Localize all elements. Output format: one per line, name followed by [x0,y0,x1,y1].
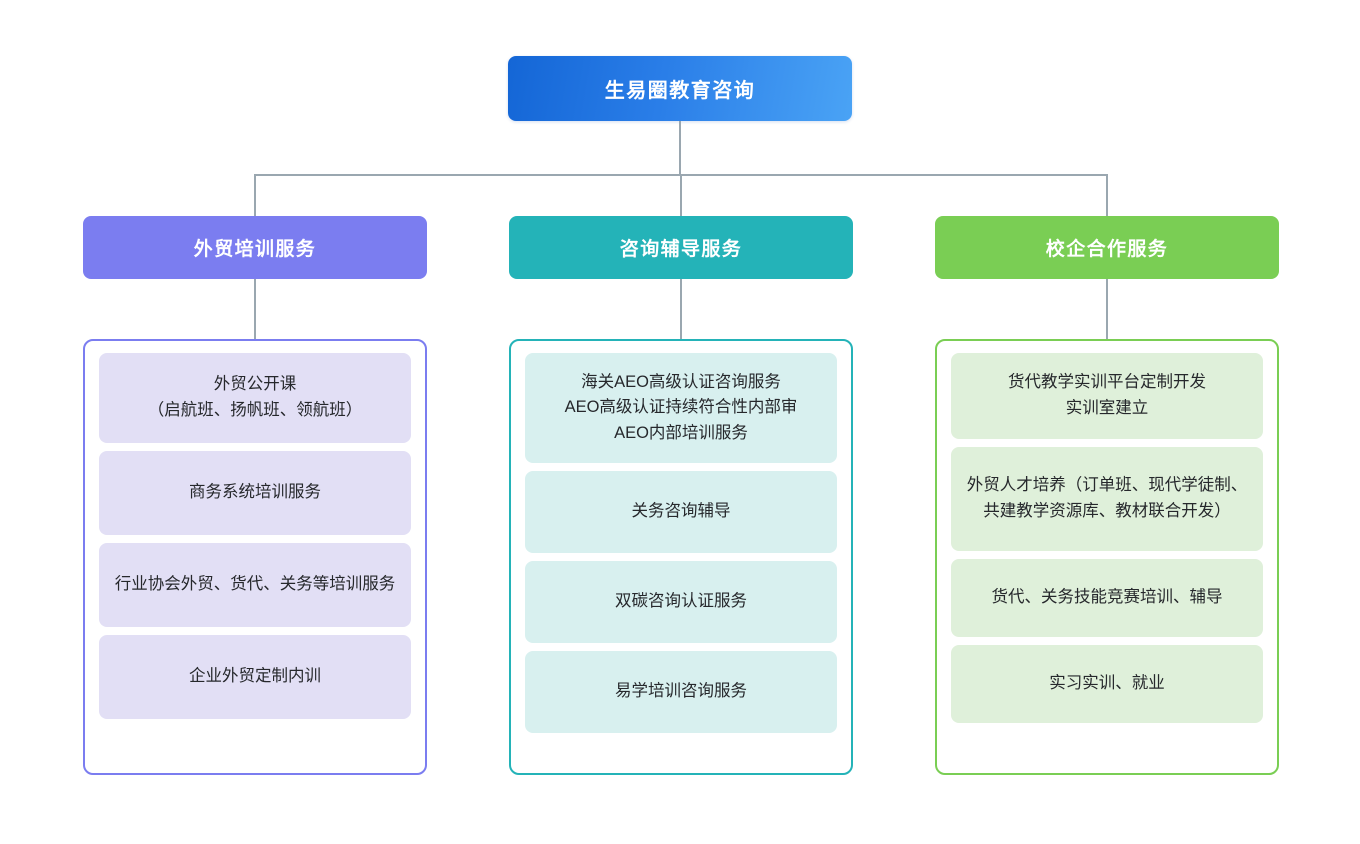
list-item[interactable]: 外贸人才培养（订单班、现代学徒制、共建教学资源库、教材联合开发） [951,447,1263,551]
branch-items-container-2: 海关AEO高级认证咨询服务 AEO高级认证持续符合性内部审 AEO内部培训服务 … [509,339,853,775]
list-item[interactable]: 双碳咨询认证服务 [525,561,837,643]
branch-header-2[interactable]: 咨询辅导服务 [509,216,853,279]
list-item[interactable]: 关务咨询辅导 [525,471,837,553]
branch-header-label-3: 校企合作服务 [1045,239,1169,260]
list-item[interactable]: 行业协会外贸、货代、关务等培训服务 [99,543,411,627]
branch-column-2: 咨询辅导服务 海关AEO高级认证咨询服务 AEO高级认证持续符合性内部审 AEO… [509,216,853,775]
connector-header-body-1 [254,279,256,339]
root-node-label: 生易圈教育咨询 [604,80,756,102]
list-item[interactable]: 货代、关务技能竞赛培训、辅导 [951,559,1263,637]
list-item[interactable]: 企业外贸定制内训 [99,635,411,719]
list-item[interactable]: 易学培训咨询服务 [525,651,837,733]
list-item[interactable]: 海关AEO高级认证咨询服务 AEO高级认证持续符合性内部审 AEO内部培训服务 [525,353,837,463]
connector-header-body-2 [680,279,682,339]
connector-root-stem [679,121,681,175]
list-item[interactable]: 货代教学实训平台定制开发 实训室建立 [951,353,1263,439]
connector-header-body-3 [1106,279,1108,339]
list-item[interactable]: 商务系统培训服务 [99,451,411,535]
branch-header-label-1: 外贸培训服务 [193,239,317,260]
list-item[interactable]: 外贸公开课 （启航班、扬帆班、领航班） [99,353,411,443]
branch-header-3[interactable]: 校企合作服务 [935,216,1279,279]
branch-column-3: 校企合作服务 货代教学实训平台定制开发 实训室建立 外贸人才培养（订单班、现代学… [935,216,1279,775]
branch-header-1[interactable]: 外贸培训服务 [83,216,427,279]
branch-header-label-2: 咨询辅导服务 [619,239,743,260]
connector-branch-3 [1106,174,1108,216]
branch-column-1: 外贸培训服务 外贸公开课 （启航班、扬帆班、领航班） 商务系统培训服务 行业协会… [83,216,427,775]
list-item[interactable]: 实习实训、就业 [951,645,1263,723]
branch-items-container-1: 外贸公开课 （启航班、扬帆班、领航班） 商务系统培训服务 行业协会外贸、货代、关… [83,339,427,775]
connector-branch-1 [254,174,256,216]
connector-branch-2 [680,174,682,216]
root-node[interactable]: 生易圈教育咨询 [508,56,852,121]
branch-items-container-3: 货代教学实训平台定制开发 实训室建立 外贸人才培养（订单班、现代学徒制、共建教学… [935,339,1279,775]
